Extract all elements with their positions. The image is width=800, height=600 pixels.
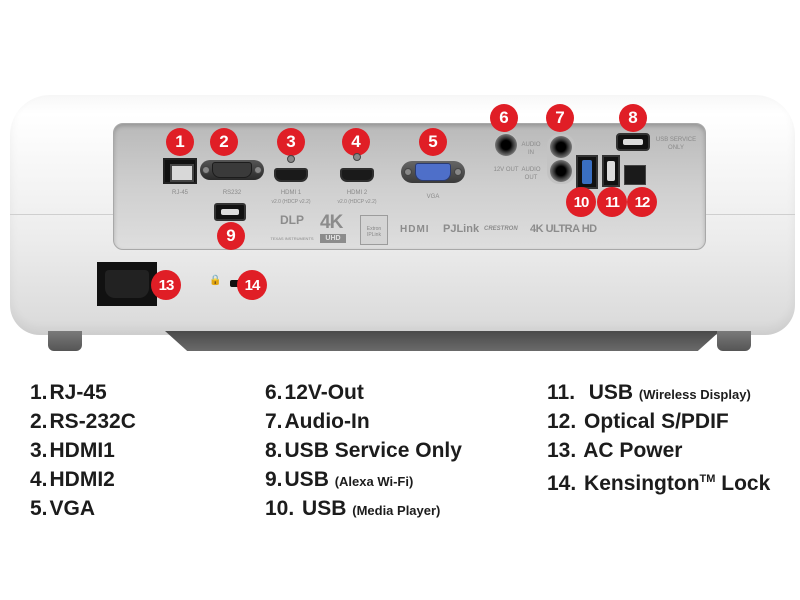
screw-icon xyxy=(353,153,361,161)
vga-label: VGA xyxy=(426,194,440,200)
badge-11: 11 xyxy=(597,187,627,217)
badge-8: 8 xyxy=(619,104,647,132)
legend-item: 7.Audio-In xyxy=(265,410,370,433)
ac-power-inlet xyxy=(97,262,157,306)
hdmi2-sublabel: v2.0 (HDCP v2.2) xyxy=(337,199,377,205)
4k-logo: 4K xyxy=(320,212,343,233)
legend-item: 13. AC Power xyxy=(547,439,683,462)
screw-icon xyxy=(202,166,210,174)
usb-media-player-port xyxy=(576,155,598,189)
rj45-port xyxy=(163,158,197,184)
badge-6: 6 xyxy=(490,104,518,132)
legend-item: 2.RS-232C xyxy=(30,410,136,433)
right-foot xyxy=(717,331,751,351)
badge-14: 14 xyxy=(237,270,267,300)
screw-icon xyxy=(287,155,295,163)
12v-out-jack xyxy=(495,134,517,156)
hdmi2-port xyxy=(340,168,374,182)
legend-item: 6.12V-Out xyxy=(265,381,364,404)
rs232-port xyxy=(200,160,264,180)
badge-10: 10 xyxy=(566,187,596,217)
badge-1: 1 xyxy=(166,128,194,156)
usb-alexa-port xyxy=(214,203,246,221)
audio-in-jack xyxy=(550,136,572,158)
legend-item: 1.RJ-45 xyxy=(30,381,107,404)
legend-item: 3.HDMI1 xyxy=(30,439,115,462)
legend-item: 4.HDMI2 xyxy=(30,468,115,491)
4k-ultra-hd-logo: 4K ULTRA HD xyxy=(530,223,597,235)
screw-icon xyxy=(254,166,262,174)
12v-out-label: 12V OUT xyxy=(493,167,519,173)
optical-spdif-port xyxy=(624,165,646,185)
crestron-logo: CRESTRON xyxy=(484,226,518,232)
left-foot xyxy=(48,331,82,351)
legend-item: 14. KensingtonTM Lock xyxy=(547,472,771,495)
hdmi-logo: HDMI xyxy=(400,224,430,235)
vga-port xyxy=(401,161,465,183)
hdmi2-label: HDMI 2 xyxy=(346,190,368,196)
hdmi1-port xyxy=(274,168,308,182)
hdmi1-sublabel: v2.0 (HDCP v2.2) xyxy=(271,199,311,205)
screw-icon xyxy=(454,168,462,176)
usb-service-port xyxy=(616,133,650,151)
usb-wireless-display-port xyxy=(602,155,620,187)
pjlink-logo: PJLink xyxy=(443,223,480,235)
uhd-logo: UHD xyxy=(320,234,346,243)
audio-in-label: AUDIO IN xyxy=(521,142,541,156)
legend-item: 11. USB (Wireless Display) xyxy=(547,381,751,404)
badge-3: 3 xyxy=(277,128,305,156)
audio-out-jack xyxy=(550,160,572,182)
extron-logo: Extron IPLink xyxy=(360,215,388,245)
badge-12: 12 xyxy=(627,187,657,217)
badge-7: 7 xyxy=(546,104,574,132)
legend-column-2: 6.12V-Out 7.Audio-In 8.USB Service Only … xyxy=(265,378,462,523)
badge-2: 2 xyxy=(210,128,238,156)
legend-column-1: 1.RJ-45 2.RS-232C 3.HDMI1 4.HDMI2 5.VGA xyxy=(30,378,136,523)
badge-4: 4 xyxy=(342,128,370,156)
dlp-logo: DLP xyxy=(280,213,304,227)
badge-5: 5 xyxy=(419,128,447,156)
usb-service-label: USB SERVICE ONLY xyxy=(655,137,697,151)
projector-underside xyxy=(165,331,720,351)
badge-9: 9 xyxy=(217,222,245,250)
legend-item: 10. USB (Media Player) xyxy=(265,497,441,520)
audio-out-label: AUDIO OUT xyxy=(521,167,541,181)
screw-icon xyxy=(404,168,412,176)
legend-item: 5.VGA xyxy=(30,497,96,520)
rs232-label: RS232 xyxy=(222,190,242,196)
rj45-label: RJ-45 xyxy=(171,190,188,196)
legend-column-3: 11. USB (Wireless Display) 12. Optical S… xyxy=(547,378,771,495)
badge-13: 13 xyxy=(151,270,181,300)
legend-item: 8.USB Service Only xyxy=(265,439,462,462)
legend-item: 12. Optical S/PDIF xyxy=(547,410,729,433)
dlp-logo-sub: TEXAS INSTRUMENTS xyxy=(270,236,314,241)
lock-icon: 🔒 xyxy=(209,275,222,286)
legend-item: 9.USB (Alexa Wi-Fi) xyxy=(265,468,414,491)
hdmi1-label: HDMI 1 xyxy=(280,190,302,196)
